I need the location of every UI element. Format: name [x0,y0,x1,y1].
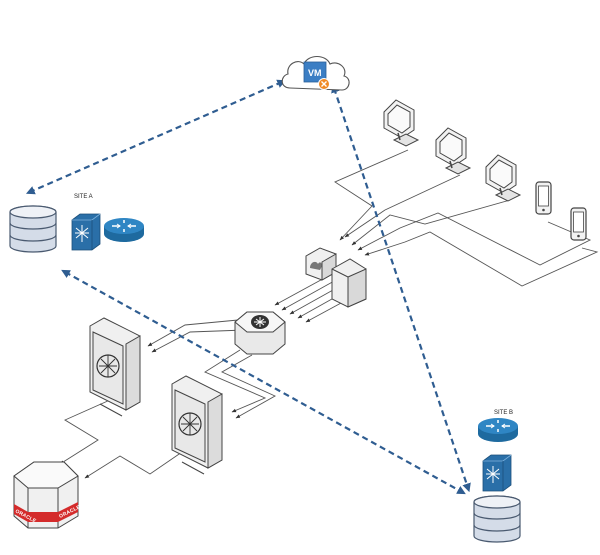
switch-icon[interactable] [482,454,512,492]
site-a: SITE A [9,194,145,253]
site-a-label: SITE A [74,194,93,200]
monitor-icon[interactable] [485,154,521,202]
router-icon[interactable] [477,417,519,443]
switch-icon[interactable] [71,213,101,251]
server-icon[interactable] [89,317,141,417]
vm-icon [303,61,327,83]
monitor-icon[interactable] [435,127,471,175]
mobile-phone-icon[interactable] [535,181,552,215]
load-balancer-icon[interactable] [331,258,367,308]
database-icon[interactable] [9,205,57,253]
site-b-label: SITE B [494,410,513,416]
load-balancer-hub-icon[interactable] [234,311,286,355]
site-b: SITE B [473,410,521,543]
mobile-phone-icon[interactable] [570,207,587,241]
vm-label: VM [308,68,322,78]
replication-links [25,79,471,495]
oracle-appliance-icon[interactable]: ORACLE ORACLE [13,461,82,529]
router-icon[interactable] [103,217,145,243]
server-icon[interactable] [171,375,223,475]
monitor-icon[interactable] [383,99,419,147]
database-icon[interactable] [473,495,521,543]
cloud-vm[interactable]: VM [281,55,350,91]
